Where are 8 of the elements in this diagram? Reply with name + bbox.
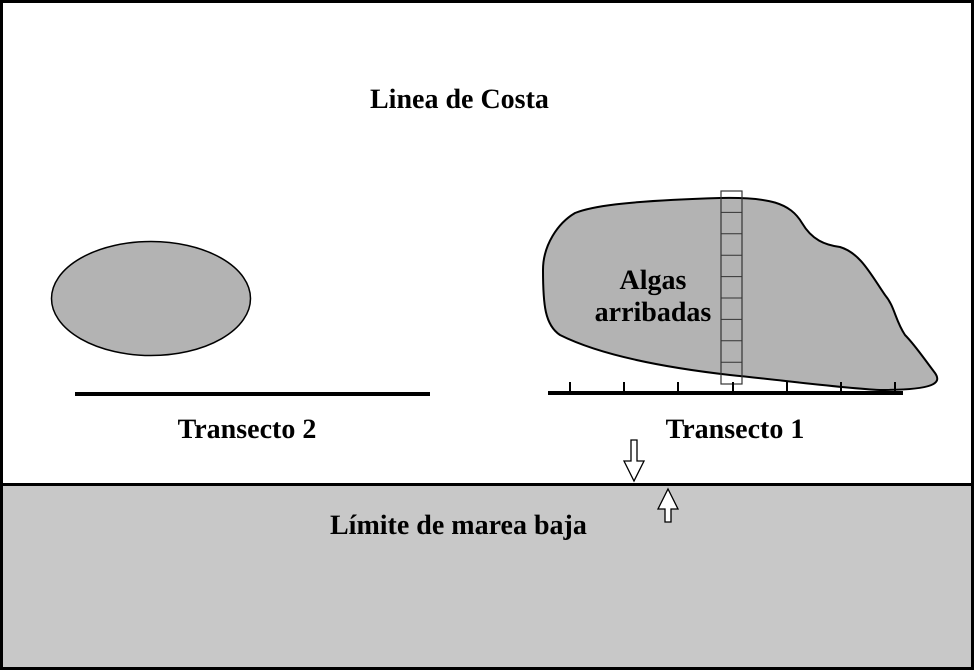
low-tide-zone (0, 483, 974, 670)
algae-label: Algas arribadas (594, 265, 712, 330)
transect-label: Transecto 2 (176, 416, 318, 444)
transect-label: Transecto 1 (664, 416, 806, 444)
title: Linea de Costa (370, 86, 549, 114)
algae-mass (542, 196, 938, 391)
zone-label: Límite de marea baja (330, 512, 587, 540)
algae-ellipse (50, 240, 252, 356)
